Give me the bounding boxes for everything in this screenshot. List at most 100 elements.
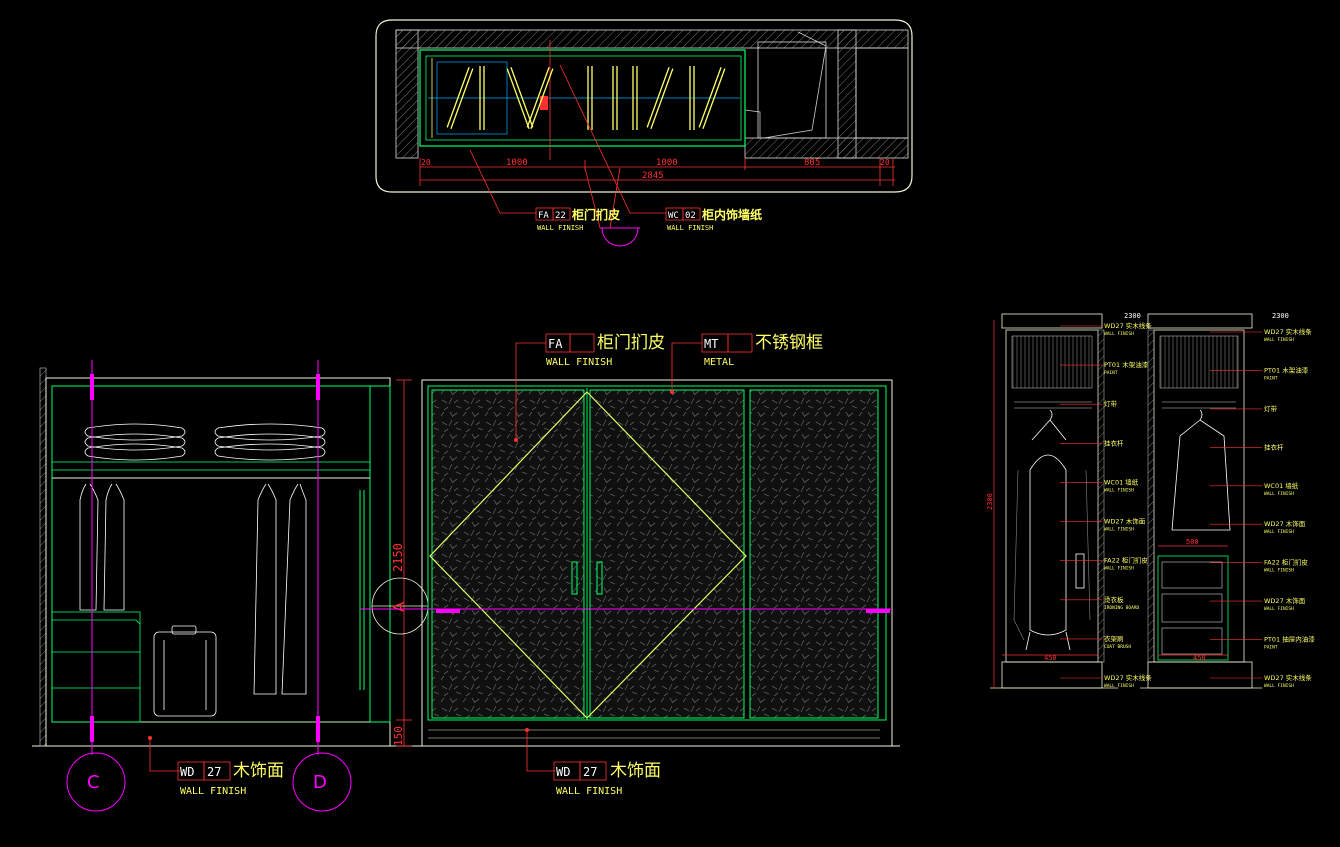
section-label-text: WD27 实木线条	[1104, 673, 1152, 682]
luggage-suitcase	[153, 625, 217, 717]
plan-dim-1: 1000	[506, 158, 528, 168]
section-line-c: C	[66, 360, 126, 812]
section-label-sub: WALL FINISH	[1104, 566, 1134, 572]
section-label-text: PT01 抽屉内油漆	[1264, 635, 1315, 644]
elevation-leaders	[149, 342, 702, 772]
elev-callout-bottom-right: WD 27 木饰面 WALL FINISH	[553, 761, 661, 797]
section-marker-a: A	[371, 577, 429, 635]
dim-height: 2150	[391, 543, 405, 572]
sec-c-top-dim: 2300	[1124, 312, 1141, 320]
svg-text:MT: MT	[704, 337, 718, 351]
dim-plinth: 150	[392, 726, 405, 746]
plan-dim-total: 2845	[642, 171, 664, 181]
section-label-item: 挂衣杆	[1210, 442, 1284, 451]
svg-text:WALL FINISH: WALL FINISH	[546, 357, 612, 368]
section-label-sub: WALL FINISH	[1264, 606, 1294, 612]
svg-text:FA: FA	[548, 337, 563, 351]
section-label-text: PT01 木架油漆	[1104, 360, 1149, 369]
hanging-coat	[1171, 409, 1231, 531]
plan-dimensions	[419, 158, 895, 186]
elev-callout-top-left: FA 柜门扪皮 WALL FINISH	[545, 333, 665, 368]
svg-text:METAL: METAL	[704, 357, 734, 368]
section-label-text: 灯带	[1264, 404, 1278, 413]
section-label-sub: WALL FINISH	[1264, 568, 1294, 574]
coat-brush	[1075, 553, 1085, 589]
wardrobe-door-left[interactable]	[431, 389, 585, 719]
plan-callout-right: WC 02 柜内饰墙纸 WALL FINISH	[665, 207, 762, 232]
plan-hanger-symbol	[587, 66, 593, 130]
elev-callout-top-right: MT 不锈钢框 METAL	[701, 333, 823, 368]
section-label-sub: PAINT	[1264, 645, 1278, 651]
sec-d-dim-bottom: 450	[1193, 654, 1206, 662]
section-label-sub: WALL FINISH	[1104, 331, 1134, 337]
section-label-text: WD27 实木线条	[1264, 327, 1312, 336]
folded-towels-left	[84, 423, 186, 461]
section-label-sub: WALL FINISH	[1104, 683, 1134, 689]
plan-dim-3: 805	[804, 158, 820, 168]
plan-dim-2: 1000	[656, 158, 678, 168]
section-label-text: FA22 柜门扪皮	[1104, 556, 1148, 565]
section-label-sub: WALL FINISH	[1264, 491, 1294, 497]
plan-hanger-symbol	[446, 67, 474, 129]
svg-text:02: 02	[685, 211, 696, 221]
wardrobe-door-middle[interactable]	[589, 389, 745, 719]
ironing-board	[1029, 454, 1067, 636]
sec-c-dim-bottom: 450	[1044, 654, 1057, 662]
plan-hangers	[446, 66, 726, 130]
section-label-text: 挂衣杆	[1264, 442, 1284, 451]
drawer-unit	[51, 611, 141, 723]
svg-text:柜门扪皮: 柜门扪皮	[597, 333, 665, 353]
svg-text:柜门扪皮: 柜门扪皮	[571, 207, 620, 222]
svg-text:不锈钢框: 不锈钢框	[755, 333, 823, 353]
section-label-text: WD27 实木线条	[1104, 321, 1152, 330]
svg-text:FA: FA	[538, 211, 549, 221]
section-label-c: C	[87, 772, 100, 793]
svg-text:WD: WD	[556, 765, 570, 779]
door-handle-left[interactable]	[571, 561, 578, 595]
section-label-sub: WALL FINISH	[1264, 337, 1294, 343]
plan-hanger-symbol	[479, 66, 485, 130]
section-label-text: WC01 墙纸	[1104, 477, 1139, 486]
door-handle-right[interactable]	[596, 561, 603, 595]
svg-text:22: 22	[555, 211, 566, 221]
svg-text:木饰面: 木饰面	[233, 761, 284, 781]
plan-callout-left: FA 22 柜门扪皮 WALL FINISH	[535, 207, 620, 232]
section-label-sub: WALL FINISH	[1264, 529, 1294, 535]
plan-hanger-symbol	[689, 66, 695, 130]
section-label-sub: PAINT	[1104, 370, 1118, 376]
section-label-sub: WALL FINISH	[1264, 683, 1294, 689]
section-label-sub: COAT BRUSH	[1104, 644, 1131, 650]
svg-text:WALL FINISH: WALL FINISH	[556, 786, 622, 797]
section-label-text: WD27 木饰面	[1104, 517, 1146, 526]
section-label-sub: IRONING BOARD	[1104, 605, 1140, 611]
section-label-sub: WALL FINISH	[1104, 487, 1134, 493]
plan-hanger-symbol	[632, 66, 638, 130]
svg-text:WD: WD	[180, 765, 194, 779]
wardrobe-door-right[interactable]	[749, 389, 879, 719]
plan-hanger-symbol	[612, 66, 618, 130]
section-label-item: 灯带	[1210, 404, 1278, 413]
hanging-clothes	[79, 483, 307, 695]
main-elevation: C D 2150 150 A	[32, 333, 900, 812]
plan-dim-left: 20	[421, 158, 431, 167]
height-dimension: 2150 150	[391, 379, 412, 747]
svg-text:27: 27	[583, 765, 597, 779]
svg-text:27: 27	[207, 765, 221, 779]
